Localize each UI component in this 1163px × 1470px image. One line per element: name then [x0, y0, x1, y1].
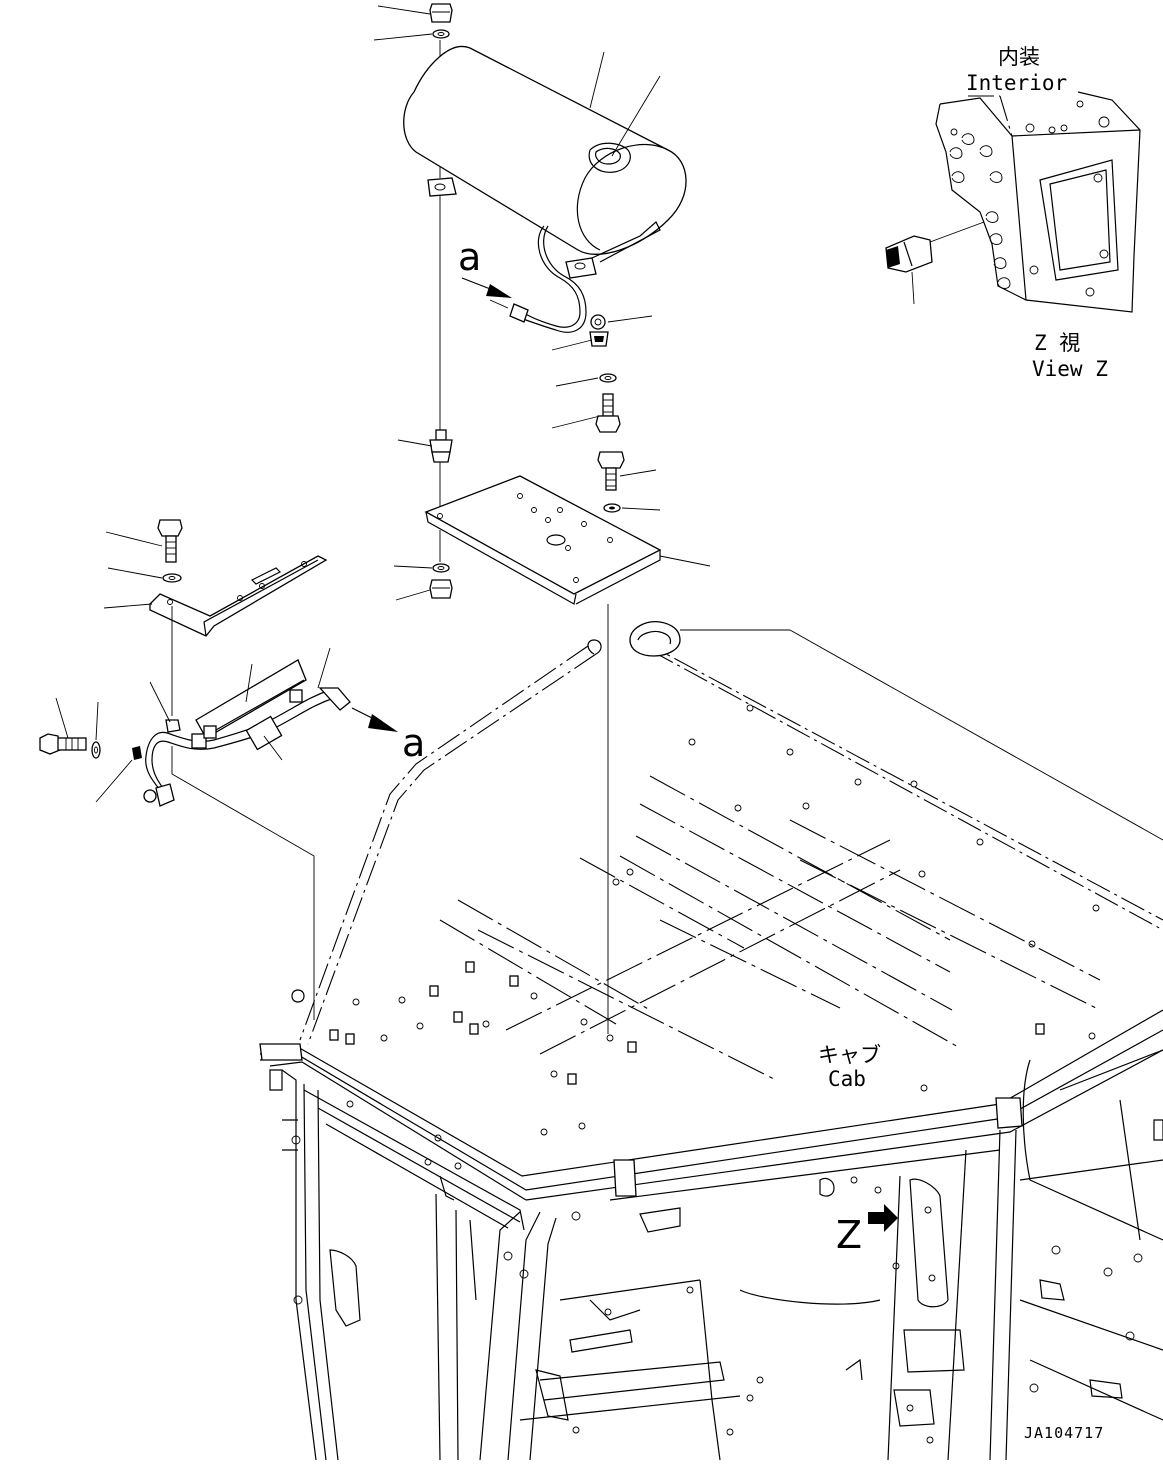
leader-nut-left-low	[395, 589, 431, 601]
l-bracket	[149, 555, 328, 637]
leader-l-bracket	[103, 603, 153, 609]
leader-washer-right-1	[555, 377, 599, 387]
view-arrow-icon	[868, 1204, 898, 1232]
interior-label-jp: 内装	[998, 45, 1040, 69]
switch-component	[885, 235, 933, 273]
tank-body	[403, 45, 687, 279]
wire-harness	[132, 659, 351, 807]
leader-washer-left-horizontal	[95, 701, 99, 741]
cab-body	[269, 1049, 1163, 1461]
leader-tank	[589, 51, 605, 109]
top-washer	[432, 29, 450, 39]
leader-harness-end	[95, 759, 133, 803]
leader-bolt-left-horizontal	[55, 697, 69, 739]
drawing-id: JA104717	[1024, 1424, 1104, 1442]
leader-harness-connector	[317, 647, 331, 689]
ref-label-a-top: a	[458, 235, 481, 279]
leader-bolt-right-1	[551, 415, 601, 429]
wire-clip	[589, 314, 609, 347]
cab-label-en: Cab	[828, 1067, 866, 1091]
bolt-right-2	[597, 451, 625, 491]
leader-harness-clip	[149, 681, 171, 723]
view-label-jp: Z 視	[1034, 331, 1080, 355]
rubber-mount	[429, 429, 453, 463]
tank-wire	[489, 225, 587, 333]
interior-label-en: Interior	[966, 71, 1067, 95]
top-nut	[429, 3, 453, 23]
leader-switch-to-panel	[929, 221, 985, 243]
leader-washer-right-2	[621, 507, 661, 511]
washer-right-2	[603, 503, 621, 513]
bolt-right-1	[595, 393, 621, 433]
leader-harness-cover	[245, 663, 253, 703]
leader-top-washer	[373, 33, 433, 41]
leader-top-nut	[377, 5, 431, 15]
leader-clip-base	[551, 339, 593, 351]
axis-line-bracket-lower	[171, 746, 315, 1020]
leader-tank-cap	[611, 75, 661, 157]
view-marker-z: Z	[836, 1213, 862, 1257]
leader-washer-left-low	[393, 565, 433, 569]
nut-left-low	[429, 579, 453, 599]
washer-left-low	[432, 563, 450, 573]
cab-roof-outline	[259, 621, 1163, 1201]
bolt-left-top	[157, 519, 183, 563]
bolt-left-horizontal	[39, 733, 87, 755]
ref-arrow-a-bottom	[351, 707, 398, 732]
leader-clip	[607, 315, 653, 323]
washer-left-top	[162, 573, 182, 583]
washer-right-1	[599, 373, 617, 383]
leader-washer-left-top	[107, 567, 163, 579]
ref-label-a-bottom: a	[402, 721, 425, 765]
washer-left-horizontal	[91, 741, 101, 759]
leader-harness-tag	[263, 735, 283, 761]
leader-switch	[911, 271, 915, 305]
leader-bolt-right-2	[619, 469, 657, 477]
mounting-plate	[424, 475, 662, 605]
leader-bolt-left-top	[105, 531, 163, 547]
view-label-en: View Z	[1032, 357, 1108, 381]
cab-label-jp: キャブ	[818, 1043, 881, 1067]
interior-panel	[935, 91, 1141, 313]
leader-rubber-mount	[397, 439, 433, 447]
ref-arrow-a-top	[461, 277, 512, 298]
leader-mounting-plate	[659, 555, 711, 567]
